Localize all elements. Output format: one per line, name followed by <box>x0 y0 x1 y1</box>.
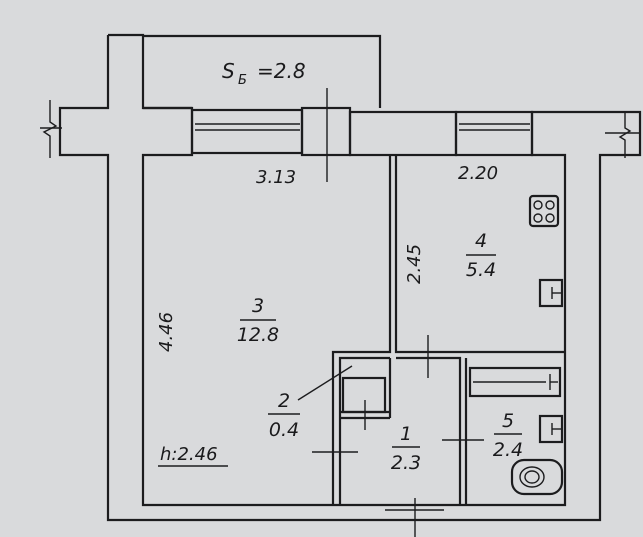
room-area: 0.4 <box>269 419 299 441</box>
room-area: 12.8 <box>237 324 279 346</box>
windows <box>190 88 534 182</box>
ceiling-height: h:2.46 <box>160 444 218 465</box>
shaft <box>341 376 387 414</box>
room-number: 2 <box>278 390 290 412</box>
room-number: 5 <box>502 410 514 432</box>
room-area: 2.3 <box>391 452 421 474</box>
dimension-label: 4.46 <box>156 312 177 352</box>
washbasin-icon <box>538 414 564 444</box>
partitions <box>312 155 565 537</box>
kitchen-sink-icon <box>538 278 564 308</box>
bathtub-icon <box>468 366 562 398</box>
dimension-label: 2.45 <box>404 244 425 284</box>
dimension-label: 3.13 <box>256 167 296 188</box>
leader-line <box>297 365 353 401</box>
balcony-label: S <box>222 59 235 83</box>
stove-icon <box>528 194 560 228</box>
room-number: 4 <box>475 230 487 252</box>
room-area: 2.4 <box>493 439 523 461</box>
balcony-area: =2.8 <box>257 59 306 83</box>
balcony-subscript: Б <box>238 73 247 88</box>
room-number: 1 <box>400 423 412 445</box>
toilet-icon <box>510 458 564 496</box>
room-number: 3 <box>252 295 264 317</box>
room-area: 5.4 <box>466 259 496 281</box>
dimension-label: 2.20 <box>458 163 498 184</box>
